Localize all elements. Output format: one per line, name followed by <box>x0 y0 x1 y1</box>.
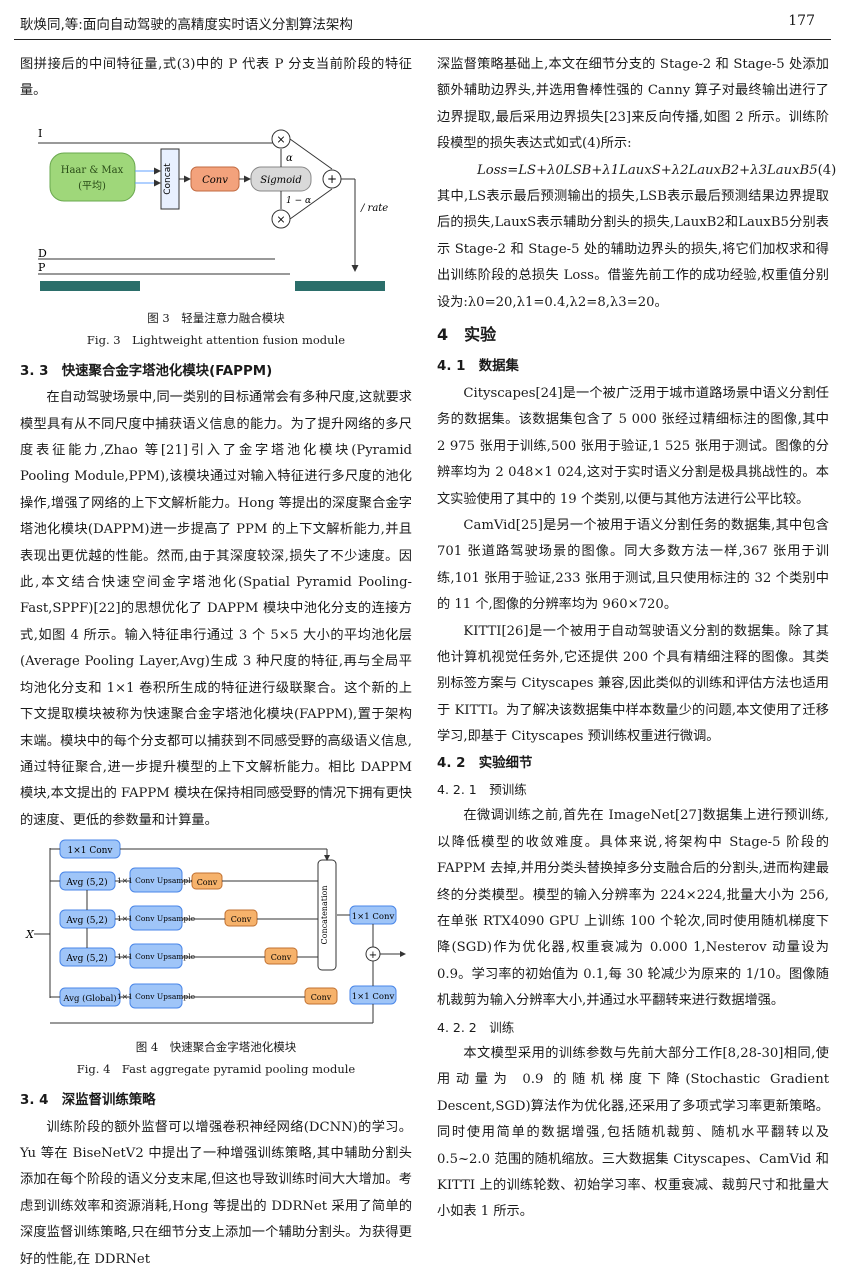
page-number: 177 <box>788 13 815 29</box>
upsample-box-2 <box>129 905 183 931</box>
upsample-box-3 <box>129 943 183 969</box>
svg-text:1×1 Conv Upsample: 1×1 Conv Upsample <box>117 992 196 1001</box>
conv-box-2 <box>224 909 258 927</box>
paragraph: 图拼接后的中间特征量,式(3)中的 P 代表 P 分支当前阶段的特征量。 <box>20 57 412 99</box>
conv-box-3 <box>264 947 298 965</box>
section-heading-4: 4 实验 <box>437 325 497 345</box>
svg-text:Sigmoid: Sigmoid <box>260 175 302 186</box>
feature-map-left <box>40 280 140 291</box>
left-column: 图拼接后的中间特征量,式(3)中的 P 代表 P 分支当前阶段的特征量。 I D… <box>20 52 412 1273</box>
svg-text:1×1 Conv: 1×1 Conv <box>352 912 395 922</box>
paragraph: KITTI[26]是一个被用于自动驾驶语义分割的数据集。除了其他计算机视觉任务外… <box>437 623 829 745</box>
svg-text:×: × <box>276 213 285 226</box>
svg-text:×: × <box>276 133 285 146</box>
figure-3-caption-cn: 图 3 轻量注意力融合模块 <box>147 310 285 325</box>
svg-text:Avg (5,2): Avg (5,2) <box>65 877 107 888</box>
svg-text:Haar & Max: Haar & Max <box>61 165 124 176</box>
lightweight-attention-diagram: I D P Haar & Max (平均) Concat Conv Sigmoi… <box>38 127 388 291</box>
section-heading-3-4: 3. 4 深监督训练策略 <box>20 1093 156 1109</box>
upsample-box-1 <box>129 867 183 893</box>
svg-text:Conv: Conv <box>311 993 332 1002</box>
conv-box-4 <box>304 987 338 1005</box>
svg-text:1×1 Conv Upsample: 1×1 Conv Upsample <box>117 876 196 885</box>
fappm-diagram: X 1×1 Conv Avg (5,2) Avg (5,2) Avg (5,2)… <box>25 839 406 1024</box>
svg-text:α: α <box>286 153 293 164</box>
svg-text:Avg (5,2): Avg (5,2) <box>65 915 107 926</box>
svg-text:X: X <box>25 928 35 941</box>
figure-3-caption-en: Fig. 3 Lightweight attention fusion modu… <box>86 332 346 347</box>
svg-text:Conv: Conv <box>202 175 228 186</box>
equation-4: Loss=LS+λ0LSB+λ1LauxS+λ2LauxB2+λ3LauxB5 … <box>437 158 836 184</box>
right-column: 深监督策略基础上,本文在细节分支的 Stage-2 和 Stage-5 处添加额… <box>437 52 836 1226</box>
input-d-label: D <box>38 247 47 260</box>
svg-text:1×1 Conv Upsample: 1×1 Conv Upsample <box>117 952 196 961</box>
figure-4-caption-cn: 图 4 快速聚合金字塔池化模块 <box>135 1040 297 1055</box>
figure-4: X 1×1 Conv Avg (5,2) Avg (5,2) Avg (5,2)… <box>20 838 412 1036</box>
page-header: 耿焕同,等:面向自动驾驶的高精度实时语义分割算法架构 177 <box>0 0 845 40</box>
input-p-label: P <box>38 261 46 274</box>
svg-text:Conv: Conv <box>271 953 292 962</box>
svg-text:Conv: Conv <box>231 915 252 924</box>
paragraph: 在自动驾驶场景中,同一类别的目标通常会有多种尺度,这就要求模型具有从不同尺度中捕… <box>20 390 412 828</box>
svg-text:Avg (5,2): Avg (5,2) <box>65 953 107 964</box>
section-heading-4-1: 4. 1 数据集 <box>437 359 519 375</box>
paragraph: 训练阶段的额外监督可以增强卷积神经网络(DCNN)的学习。Yu 等在 BiseN… <box>20 1119 412 1267</box>
svg-text:1×1 Conv: 1×1 Conv <box>352 992 395 1002</box>
figure-3: I D P Haar & Max (平均) Concat Conv Sigmoi… <box>20 111 412 307</box>
svg-text:+: + <box>327 172 337 186</box>
section-heading-4-2-2: 4. 2. 2 训练 <box>437 1019 515 1035</box>
svg-text:Conv: Conv <box>197 878 218 887</box>
running-title: 耿焕同,等:面向自动驾驶的高精度实时语义分割算法架构 <box>20 17 353 33</box>
paragraph: 深监督策略基础上,本文在细节分支的 Stage-2 和 Stage-5 处添加额… <box>437 57 829 152</box>
haar-max-box <box>49 152 136 202</box>
paragraph: 其中,LS表示最后预测输出的损失,LSB表示最后预测结果边界提取后的损失,Lau… <box>437 189 829 310</box>
upsample-box-4 <box>129 983 183 1009</box>
svg-text:1×1 Conv Upsample: 1×1 Conv Upsample <box>117 914 196 923</box>
paragraph: 在微调训练之前,首先在 ImageNet[27]数据集上进行预训练,以降低模型的… <box>437 808 829 1009</box>
paragraph: CamVid[25]是另一个被用于语义分割任务的数据集,其中包含 701 张道路… <box>437 517 829 613</box>
equation-body: Loss=LS+λ0LSB+λ1LauxS+λ2LauxB2+λ3LauxB5 <box>477 162 818 178</box>
section-heading-3-3: 3. 3 快速聚合金字塔池化模块(FAPPM) <box>20 363 273 379</box>
equation-number: (4) <box>817 162 837 178</box>
svg-text:+: + <box>369 950 377 961</box>
paragraph: 本文模型采用的训练参数与先前大部分工作[8,28-30]相同,使用动量为 0.9… <box>437 1046 829 1220</box>
svg-text:1 − α: 1 − α <box>286 196 311 206</box>
svg-text:Concatenation: Concatenation <box>320 886 329 945</box>
input-i-label: I <box>38 127 42 140</box>
paragraph: Cityscapes[24]是一个被广泛用于城市道路场景中语义分割任务的数据集。… <box>437 385 829 507</box>
feature-map-right <box>295 280 385 291</box>
section-heading-4-2: 4. 2 实验细节 <box>437 755 533 771</box>
svg-text:1×1 Conv: 1×1 Conv <box>67 846 113 856</box>
svg-text:/ rate: / rate <box>360 203 388 214</box>
svg-text:(平均): (平均) <box>78 180 106 192</box>
header-rule <box>14 39 831 40</box>
figure-4-caption-en: Fig. 4 Fast aggregate pyramid pooling mo… <box>76 1062 356 1077</box>
svg-text:Concat: Concat <box>163 163 173 195</box>
svg-text:Avg (Global): Avg (Global) <box>62 993 116 1004</box>
section-heading-4-2-1: 4. 2. 1 预训练 <box>437 781 527 797</box>
